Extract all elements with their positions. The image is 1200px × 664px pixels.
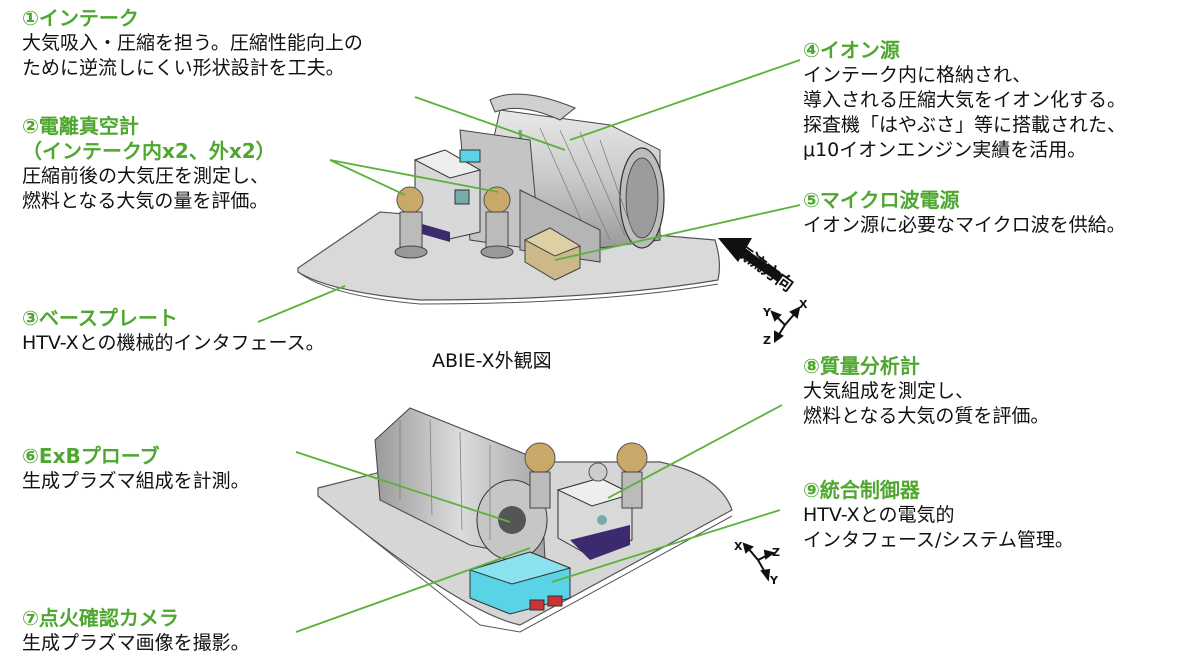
leader-ion-source [569,59,801,141]
top-gauge-left [394,186,428,259]
axis-bottom-x: X [734,540,743,553]
label-gauge: ②電離真空計 （インテーク内x2、外x2） 圧縮前後の大気圧を測定し、 燃料とな… [22,114,276,214]
label-gauge-line-2: 燃料となる大気の量を評価。 [22,190,269,212]
label-camera-line-1: 生成プラズマ画像を撮影。 [22,632,250,654]
label-mass-spec-line-2: 燃料となる大気の質を評価。 [803,405,1050,427]
label-baseplate-line-1: HTV-Xとの機械的インタフェース。 [22,332,325,354]
label-baseplate: ③ベースプレート HTV-Xとの機械的インタフェース。 [22,306,325,356]
label-mass-spec: ⑧質量分析計 大気組成を測定し、 燃料となる大気の質を評価。 [803,354,1049,429]
label-microwave-line-1: イオン源に必要なマイクロ波を供給。 [803,214,1126,236]
label-gauge-line-1: 圧縮前後の大気圧を測定し、 [22,165,270,187]
leader-lines [257,59,801,633]
label-exb-line-1: 生成プラズマ組成を計測。 [22,470,250,492]
axis-top-y: Y [763,306,771,319]
leader-controller [551,509,781,583]
label-intake-line-2: ために逆流しにくい形状設計を工夫。 [22,57,345,79]
label-intake-head: ①インテーク [22,6,139,30]
top-microwave-supply [523,227,582,281]
bottom-gauge-left [524,442,556,509]
leader-intake [414,96,566,151]
label-camera-head: ⑦点火確認カメラ [22,606,179,630]
label-ion-source-line-2: 導入される圧縮大気をイオン化する。 [803,89,1127,111]
axis-bottom-y: Y [770,574,778,587]
leader-gauge-1 [329,159,406,196]
leader-microwave [554,204,801,261]
label-ion-source-line-3: 探査機「はやぶさ」等に搭載された、 [803,114,1127,136]
label-intake: ①インテーク 大気吸入・圧縮を担う。圧縮性能向上の ために逆流しにくい形状設計を… [22,6,363,81]
label-ion-source-line-4: μ10イオンエンジン実績を活用。 [803,139,1087,161]
label-camera: ⑦点火確認カメラ 生成プラズマ画像を撮影。 [22,606,250,656]
axis-top-z: Z [763,334,771,347]
label-intake-line-1: 大気吸入・圧縮を担う。圧縮性能向上の [22,32,363,54]
label-baseplate-head: ③ベースプレート [22,306,178,330]
axis-triad-top [770,306,801,343]
label-controller-head: ⑨統合制御器 [803,478,920,502]
label-ion-source-head: ④イオン源 [803,38,900,62]
label-controller: ⑨統合制御器 HTV-Xとの電気的 インタフェース/システム管理。 [803,478,1074,553]
bottom-controller [468,551,572,615]
axis-triad-bottom [742,542,776,582]
leader-camera [295,547,531,633]
label-gauge-head2: （インテーク内x2、外x2） [22,139,276,163]
leader-exb [295,451,511,523]
figure-caption: ABIE-X外観図 [432,350,552,372]
bottom-view [317,407,733,633]
label-controller-line-2: インタフェース/システム管理。 [803,529,1074,551]
label-mass-spec-line-1: 大気組成を測定し、 [803,380,975,402]
airflow-arrow [718,238,783,282]
leader-gauge-2 [329,159,499,193]
label-mass-spec-head: ⑧質量分析計 [803,354,920,378]
leader-mass-spec [607,404,783,499]
label-microwave-head: ⑤マイクロ波電源 [803,188,960,212]
label-exb: ⑥ExBプローブ 生成プラズマ組成を計測。 [22,444,250,494]
label-exb-head: ⑥ExBプローブ [22,444,160,468]
label-controller-line-1: HTV-Xとの電気的 [803,504,955,526]
label-gauge-head: ②電離真空計 [22,114,139,138]
label-ion-source-line-1: インテーク内に格納され、 [803,64,1032,86]
top-mass-spectrometer [413,149,482,242]
leader-baseplate [257,285,346,323]
label-ion-source: ④イオン源 インテーク内に格納され、 導入される圧縮大気をイオン化する。 探査機… [803,38,1126,163]
bottom-mass-spectrometer [556,477,634,560]
axis-bottom-z: Z [772,546,780,559]
top-view [297,93,721,305]
bottom-gauge-right [616,442,648,509]
axis-top-x: X [799,298,808,311]
label-microwave: ⑤マイクロ波電源 イオン源に必要なマイクロ波を供給。 [803,188,1126,238]
top-gauge-right [480,186,514,259]
